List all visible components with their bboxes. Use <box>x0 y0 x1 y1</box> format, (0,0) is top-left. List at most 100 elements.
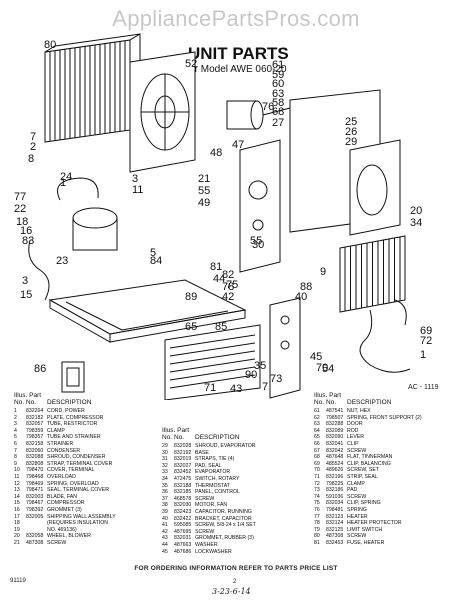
callout-number: 48 <box>210 147 222 159</box>
part-description: THERMOSTAT <box>195 482 230 489</box>
part-number: 489626 <box>326 467 344 474</box>
part-description: WHEEL, BLOWER <box>47 533 91 540</box>
part-number: 798481 <box>326 506 344 513</box>
part-number: 832124 <box>326 520 344 527</box>
illus-number: 73 <box>314 487 320 494</box>
front-grille-drawing <box>61 361 85 393</box>
part-number: 832452 <box>174 469 192 476</box>
illus-number: 20 <box>14 533 20 540</box>
callout-number: 44 <box>213 273 225 285</box>
part-description: BLADE, FAN <box>47 493 77 500</box>
callout-number: 59 <box>272 69 284 81</box>
illus-number: 8 <box>14 454 17 461</box>
callout-number: 45 <box>310 351 322 363</box>
part-number: 832158 <box>26 440 44 447</box>
callout-number: 84 <box>150 255 162 267</box>
callout-number: 11 <box>132 184 143 196</box>
illus-number: 14 <box>14 493 20 500</box>
part-number: 832422 <box>174 515 192 522</box>
part-description: CLIP, BALANCING <box>347 460 391 467</box>
callout-number: 69 <box>420 325 432 337</box>
callout-number: 35 <box>254 360 266 372</box>
illus-number: 44 <box>162 541 168 548</box>
part-description: STRAPS, TIE (4) <box>195 456 235 463</box>
part-description: SPRING, OVERLOAD <box>47 480 99 487</box>
page-title: UNIT PARTS <box>188 44 289 63</box>
exploded-view-diagram: 8052615960635868272526297282413112155494… <box>14 33 432 400</box>
part-number: 798469 <box>26 480 44 487</box>
part-description: FLAT, TINNERMAN <box>347 454 393 461</box>
part-description: CLIP <box>347 440 359 447</box>
illus-number: 7 <box>14 447 17 454</box>
part-description: (REQUIRES INSULATION <box>47 520 109 527</box>
callout-number: 77 <box>14 191 26 203</box>
illus-number: 77 <box>314 513 320 520</box>
part-number: 832423 <box>174 508 192 515</box>
illus-number: 6 <box>14 440 17 447</box>
legend-header-top: Illus. Part <box>14 392 42 399</box>
legend-header-top: Illus. Part <box>314 392 342 399</box>
callout-number: 47 <box>232 139 244 151</box>
part-number: 472475 <box>174 475 192 482</box>
part-number: 487308 <box>26 539 44 546</box>
part-description: PAD <box>347 487 358 494</box>
part-description: PANEL, CONTROL <box>195 489 240 496</box>
illus-number: 10 <box>14 467 20 474</box>
illus-number: 17 <box>14 513 20 520</box>
part-description: WASHER <box>195 541 218 548</box>
illus-number: 43 <box>162 535 168 542</box>
callout-number: 83 <box>22 235 34 247</box>
fan-motor-drawing <box>226 100 291 130</box>
power-cord-drawing <box>359 309 411 373</box>
part-number: 485524 <box>326 460 344 467</box>
part-number: 832196 <box>326 473 344 480</box>
part-number: 832060 <box>26 447 44 454</box>
part-description: SCREW <box>195 495 215 502</box>
callout-number: 88 <box>300 281 312 293</box>
part-description: SCREW <box>47 539 67 546</box>
callout-number: 22 <box>14 203 26 215</box>
callout-number: 63 <box>272 88 284 100</box>
part-number: 798357 <box>26 434 44 441</box>
part-number: 798468 <box>26 473 44 480</box>
illus-number: 3 <box>14 421 17 428</box>
callout-number: 2 <box>30 141 36 153</box>
illus-number: 42 <box>162 528 168 535</box>
part-description: LOCKWASHER <box>195 548 232 555</box>
part-description: CLAMP <box>347 480 365 487</box>
illus-number: 70 <box>314 467 320 474</box>
ordering-footer: FOR ORDERING INFORMATION REFER TO PARTS … <box>134 565 338 572</box>
part-description: CORD, POWER <box>47 408 85 414</box>
illus-number: 34 <box>162 475 168 482</box>
callout-number: 9 <box>320 266 326 278</box>
illus-number: 21 <box>14 539 20 546</box>
illus-number: 33 <box>162 469 168 476</box>
evaporator-shroud-drawing <box>289 89 401 236</box>
callout-number: 73 <box>270 373 282 385</box>
callout-number: 1 <box>60 177 66 189</box>
callout-number: 1 <box>420 349 426 361</box>
part-number: 832028 <box>174 443 192 449</box>
part-description: SCREW, 5/8-24 x 1/4 SET <box>195 522 256 529</box>
part-description: EVAPORATOR <box>195 469 231 476</box>
part-description: SPRING <box>347 506 367 513</box>
part-number: 832125 <box>326 526 344 533</box>
callout-number: 55 <box>198 185 210 197</box>
